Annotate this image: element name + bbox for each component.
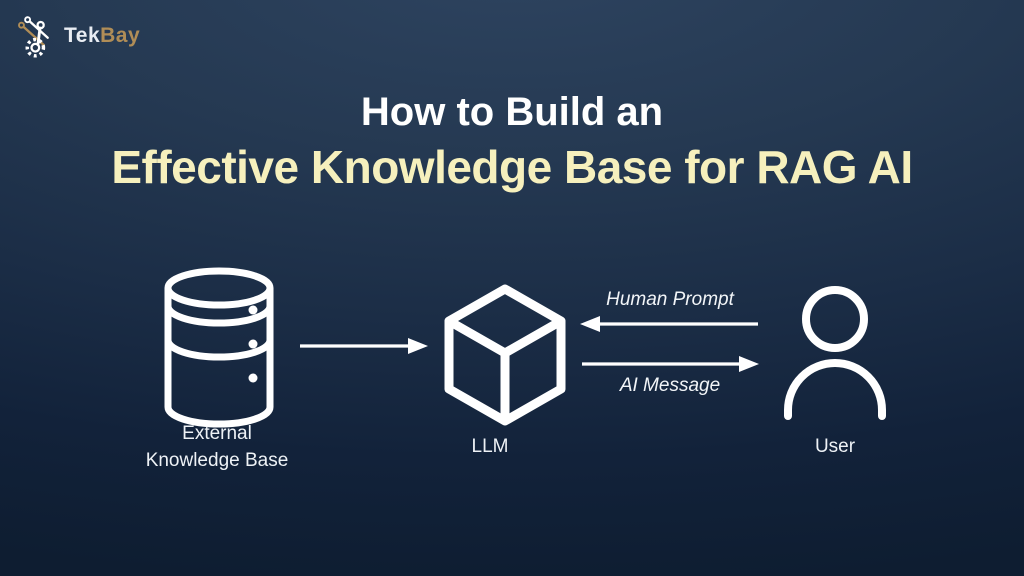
edge-label-human-prompt: Human Prompt xyxy=(606,289,734,310)
database-icon xyxy=(164,267,274,428)
title-line-1: How to Build an xyxy=(360,90,664,134)
brand-logo: TekBay xyxy=(16,13,140,59)
person-icon xyxy=(784,286,886,420)
arrow-left-icon xyxy=(580,316,758,332)
cube-icon xyxy=(444,284,566,426)
brand-name-secondary: Bay xyxy=(100,24,141,47)
title-line-2: Effective Knowledge Base for RAG AI xyxy=(111,141,913,193)
brand-name: TekBay xyxy=(64,24,140,48)
node-label-line-1: External xyxy=(182,423,252,444)
node-label-external-knowledge-base: External Knowledge Base xyxy=(92,420,342,474)
node-label-user: User xyxy=(814,436,856,457)
arrow-kb-to-llm-icon xyxy=(300,338,428,354)
anchor-gear-icon xyxy=(18,16,49,58)
page-title: How to Build an Effective Knowledge Base… xyxy=(0,86,1024,196)
arrow-right-icon xyxy=(582,356,759,372)
node-label-llm: LLM xyxy=(471,436,509,457)
brand-name-primary: Tek xyxy=(64,24,101,47)
node-label-line-2: Knowledge Base xyxy=(145,450,289,471)
edge-label-ai-message: AI Message xyxy=(619,375,721,396)
